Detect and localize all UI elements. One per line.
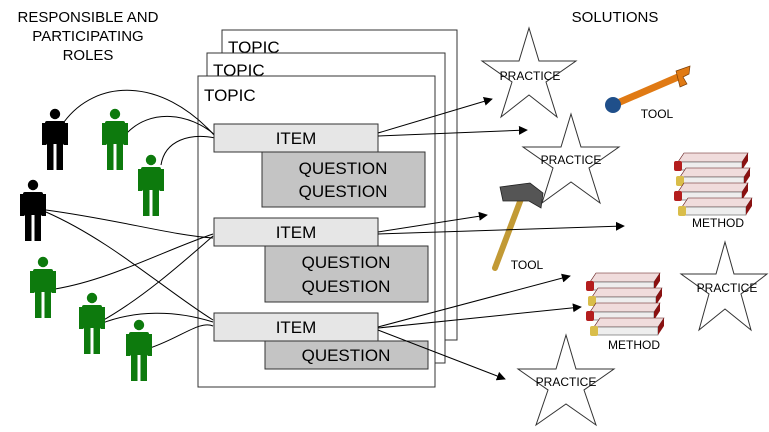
star-icon: [679, 240, 769, 332]
method-label-1: METHOD: [692, 216, 744, 230]
person-icon: [30, 256, 56, 318]
solution-arrow: [377, 329, 506, 381]
solution-arrow: [377, 97, 493, 134]
role-connector: [45, 209, 214, 239]
practice-label-2: PRACTICE: [541, 153, 602, 167]
roles-heading: RESPONSIBLE AND PARTICIPATING ROLES: [0, 8, 176, 65]
item-label-2: ITEM: [276, 223, 317, 242]
item-box-1: [213, 123, 379, 153]
roles-heading-line-2: PARTICIPATING: [32, 28, 144, 45]
books-icon: [673, 152, 753, 217]
person-icon: [42, 108, 68, 170]
role-connector: [45, 211, 214, 321]
question-label-3: QUESTION: [302, 346, 391, 365]
practice-label-1: PRACTICE: [500, 69, 561, 83]
question-box-3: [264, 340, 429, 370]
solution-arrow: [377, 125, 528, 137]
roles-heading-line-3: ROLES: [62, 47, 114, 64]
question-box-2: [264, 245, 429, 303]
method-label-2: METHOD: [608, 338, 660, 352]
solution-arrow: [377, 221, 625, 235]
hammer-icon: [492, 182, 544, 271]
star-icon: [521, 112, 621, 205]
practice-label-3: PRACTICE: [697, 281, 758, 295]
role-connector: [125, 115, 216, 136]
topic-label-back: TOPIC: [228, 38, 280, 57]
role-connector: [99, 312, 214, 325]
person-icon: [20, 179, 46, 241]
item-label-1: ITEM: [276, 129, 317, 148]
star-icon: [516, 333, 616, 427]
solution-arrows: [377, 97, 625, 381]
question-label-1b: QUESTION: [299, 182, 388, 201]
role-connectors: [45, 89, 216, 349]
tool-label-1: TOOL: [641, 107, 674, 121]
roles-heading-line-1: RESPONSIBLE AND: [17, 9, 159, 26]
person-icon: [79, 292, 105, 354]
tool-label-2: TOOL: [511, 258, 544, 272]
topic-label-middle: TOPIC: [213, 61, 265, 80]
item-box-2: [213, 217, 379, 247]
item-label-3: ITEM: [276, 318, 317, 337]
solution-arrow: [377, 211, 488, 233]
topic-label-front: TOPIC: [204, 86, 256, 105]
person-icon: [138, 154, 164, 216]
role-connector: [160, 136, 216, 166]
star-icon: [480, 26, 578, 119]
person-icon: [102, 108, 128, 170]
books-icon: [585, 272, 665, 337]
person-icon: [126, 319, 152, 381]
question-label-1a: QUESTION: [299, 159, 388, 178]
practice-label-4: PRACTICE: [536, 375, 597, 389]
role-connector: [63, 89, 216, 137]
question-label-2b: QUESTION: [302, 277, 391, 296]
solution-arrow: [377, 273, 571, 328]
role-connector: [149, 324, 214, 349]
solutions-heading: SOLUTIONS: [571, 9, 659, 26]
question-box-1: [261, 151, 426, 208]
role-connector: [99, 235, 214, 323]
question-label-2a: QUESTION: [302, 253, 391, 272]
role-connector: [54, 233, 214, 290]
wrench-icon: [605, 65, 691, 113]
solution-arrow: [377, 303, 582, 329]
